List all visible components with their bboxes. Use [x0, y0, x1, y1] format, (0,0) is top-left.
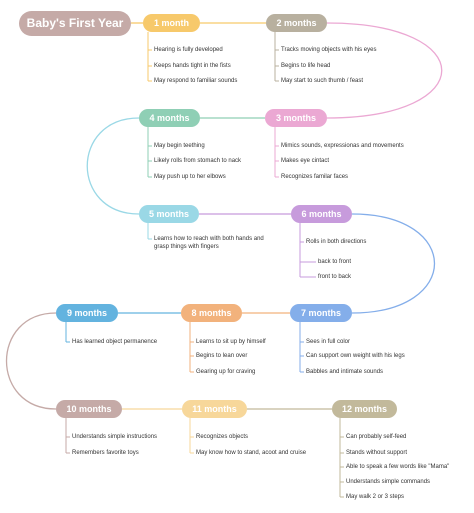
stage-item: Keeps hands tight in the fists — [154, 63, 231, 69]
stage-item: Can probably self-feed — [346, 434, 407, 440]
stage-item: Can support own weight with his legs — [306, 353, 405, 359]
stage-item: May begin teething — [154, 143, 205, 149]
stage-pill-m1: 1 month — [143, 14, 200, 32]
connector-9-10 — [5, 312, 57, 410]
stage-pill-m7: 7 months — [290, 304, 352, 322]
stage-pill-m5: 5 months — [139, 205, 199, 223]
stage-item: May push up to her elbows — [154, 174, 226, 180]
stage-item: May start to such thumb / feast — [281, 78, 364, 84]
stage-item: Hearing is fully developed — [154, 47, 223, 53]
stage-item: Recognizes objects — [196, 434, 249, 440]
stage-item: Sees in full color — [306, 339, 351, 345]
stage-item: Stands without support — [346, 450, 408, 456]
stage-item: Understands simple commands — [346, 479, 431, 485]
stage-item: Understands simple instructions — [72, 434, 158, 440]
stage-pill-m10: 10 months — [56, 400, 122, 418]
stage-item: back to front — [318, 259, 352, 265]
stage-item: Learns to sit up by himself — [196, 339, 266, 345]
stage-item: Recognizes familar faces — [281, 174, 349, 180]
connector-2-3 — [326, 22, 443, 119]
stage-item: Remembers favorite toys — [72, 450, 139, 456]
stage-item: Begins to lean over — [196, 353, 248, 359]
stage-item: Gearing up for craving — [196, 369, 256, 375]
stage-item: May respond to familiar sounds — [154, 78, 238, 84]
stage-pill-m8: 8 months — [181, 304, 242, 322]
stage-item: Able to speak a few words like "Mama" — [346, 464, 450, 470]
stage-pill-m4: 4 months — [139, 109, 200, 127]
stage-item: Likely rolls from stomach to nack — [154, 158, 242, 164]
stage-pill-m9: 9 months — [56, 304, 118, 322]
stage-item: Begins to life head — [281, 63, 331, 69]
stage-item: Rolls in both directions — [306, 239, 367, 245]
stage-item: Learns how to reach with both hands and … — [154, 236, 264, 250]
diagram-title: Baby's First Year — [19, 11, 131, 36]
connector-4-5 — [86, 117, 140, 215]
stage-item: Babbles and intimate sounds — [306, 369, 384, 375]
stage-item: Has learned object permanence — [72, 339, 158, 345]
connector-6-7 — [351, 213, 436, 314]
stage-pill-m6: 6 months — [291, 205, 352, 223]
stage-pill-m11: 11 months — [182, 400, 247, 418]
stage-item: Mimics sounds, expressionas and movement… — [281, 143, 404, 149]
stage-pill-m3: 3 months — [265, 109, 327, 127]
stage-item: Makes eye cintact — [281, 158, 330, 164]
stage-item: Tracks moving objects with his eyes — [281, 47, 377, 53]
stage-pill-m12: 12 months — [332, 400, 397, 418]
stage-item: front to back — [318, 274, 352, 280]
stage-item: May walk 2 or 3 steps — [346, 494, 405, 500]
stage-pill-m2: 2 months — [266, 14, 327, 32]
stage-item: May know how to stand, acoot and cruise — [196, 450, 307, 456]
